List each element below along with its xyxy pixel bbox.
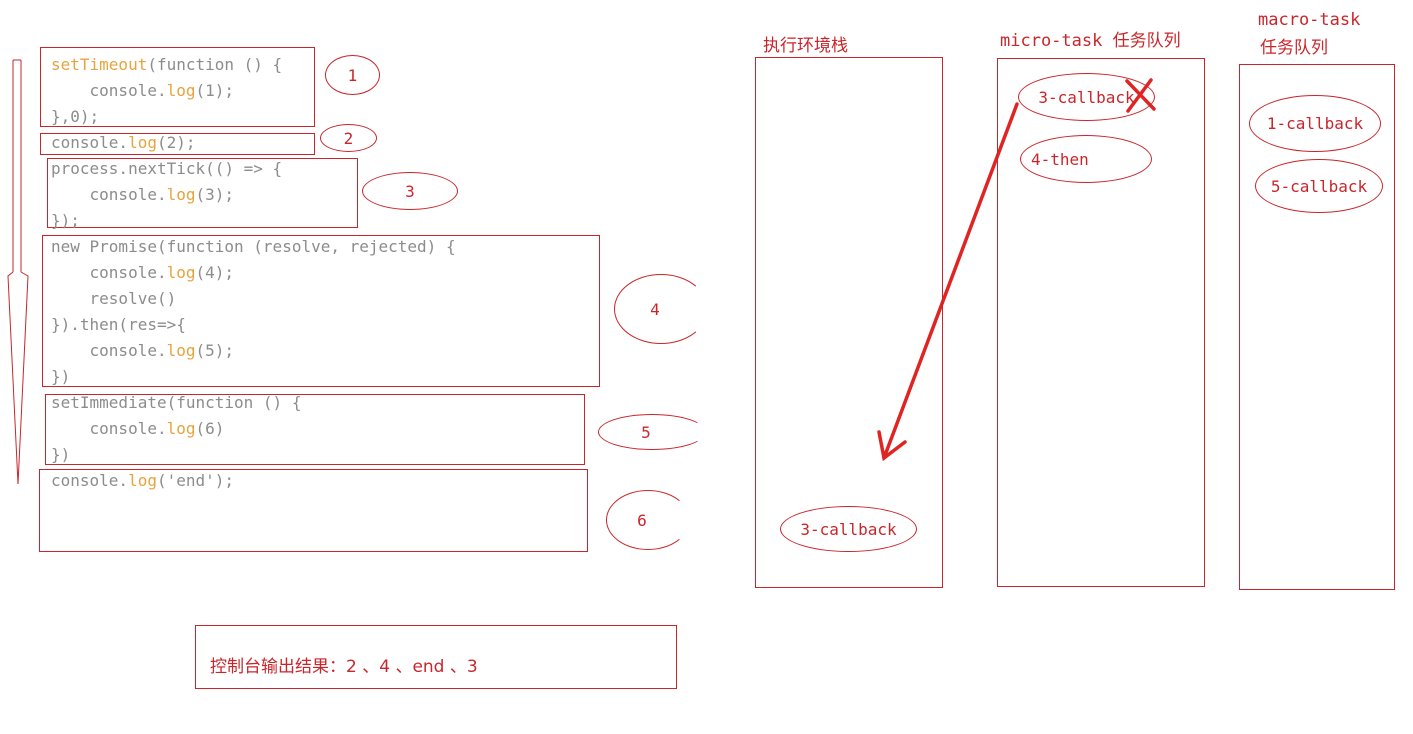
code-keyword: log <box>166 185 196 204</box>
code-keyword: log <box>166 263 196 282</box>
micro-item-3-callback: 3-callback <box>1018 73 1155 121</box>
code-keyword: log <box>166 419 196 438</box>
execution-stack-column <box>755 57 943 588</box>
code-line: }) <box>51 364 456 390</box>
code-text: ('end'); <box>156 471 235 490</box>
console-output-text: 控制台输出结果：2 、4 、end 、3 <box>210 657 478 677</box>
code-text: }) <box>51 367 71 386</box>
code-text: (4); <box>195 263 235 282</box>
code-text: console. <box>51 133 129 152</box>
timeline-arrow <box>7 59 29 485</box>
code-text: (2); <box>156 133 196 152</box>
console-output-box <box>195 625 677 689</box>
code-line: setImmediate(function () { <box>51 390 301 416</box>
step-number-1: 1 <box>325 55 380 95</box>
code-keyword: log <box>128 471 157 490</box>
code-text: }); <box>51 211 80 230</box>
code-text: console. <box>51 341 167 360</box>
code-box-4 <box>42 235 600 387</box>
stack-title: 执行环境栈 <box>763 36 848 56</box>
step-number-5: 5 <box>598 414 706 450</box>
macro-title-line2: 任务队列 <box>1260 38 1328 58</box>
code-text: }).then(res=>{ <box>51 315 186 334</box>
code-text: resolve() <box>51 289 177 308</box>
code-line: resolve() <box>51 286 456 312</box>
step-number-3: 3 <box>362 172 458 210</box>
code-text: setImmediate(function () { <box>51 393 302 412</box>
code-box-5 <box>45 394 585 465</box>
code-text: console. <box>51 263 167 282</box>
macro-item-5-callback: 5-callback <box>1255 159 1383 213</box>
code-line: console.log('end'); <box>51 468 234 494</box>
code-text: (3); <box>195 185 235 204</box>
code-line: process.nextTick(() => { <box>51 156 282 182</box>
code-line: new Promise(function (resolve, rejected)… <box>51 234 456 260</box>
code-keyword: log <box>166 81 196 100</box>
micro-item-4-then: 4-then <box>1020 135 1152 183</box>
code-box-2 <box>40 133 315 155</box>
code-line: console.log(6) <box>51 416 301 442</box>
code-line: console.log(5); <box>51 338 456 364</box>
macro-item-1-callback: 1-callback <box>1249 95 1381 152</box>
code-block-4: new Promise(function (resolve, rejected)… <box>51 234 456 390</box>
code-keyword: log <box>128 133 157 152</box>
code-line: console.log(4); <box>51 260 456 286</box>
code-box-3 <box>47 158 358 228</box>
code-line: }) <box>51 442 301 468</box>
step-number-2: 2 <box>320 124 377 152</box>
code-text: (function () { <box>147 55 283 74</box>
micro-task-queue-column <box>997 58 1205 587</box>
code-line: setTimeout(function () { <box>51 52 282 78</box>
step-number-4: 4 <box>614 274 708 344</box>
code-text: console. <box>51 419 167 438</box>
macro-task-queue-column <box>1239 64 1395 590</box>
code-block-6: console.log('end'); <box>51 468 234 494</box>
code-line: }).then(res=>{ <box>51 312 456 338</box>
code-text: (6) <box>195 419 225 438</box>
macro-title-line1: macro-task <box>1258 10 1361 30</box>
code-text: },0); <box>51 107 100 126</box>
code-box-6 <box>39 469 588 552</box>
code-line: console.log(2); <box>51 130 196 156</box>
code-block-2: console.log(2); <box>51 130 196 156</box>
code-text: (5); <box>195 341 235 360</box>
move-arrow <box>877 102 1019 462</box>
code-block-1: setTimeout(function () { console.log(1);… <box>51 52 282 130</box>
code-block-5: setImmediate(function () { console.log(6… <box>51 390 301 468</box>
code-line: console.log(3); <box>51 182 282 208</box>
code-text: console. <box>51 471 129 490</box>
step-number-6: 6 <box>606 490 690 550</box>
micro-title: micro-task 任务队列 <box>1000 31 1181 51</box>
stack-item-3-callback: 3-callback <box>780 506 917 552</box>
code-text: process.nextTick(() => { <box>51 159 283 178</box>
code-line: },0); <box>51 104 282 130</box>
code-text: }) <box>51 445 71 464</box>
code-keyword: log <box>166 341 196 360</box>
code-line: }); <box>51 208 282 234</box>
code-text: console. <box>51 185 167 204</box>
code-box-1 <box>40 47 315 127</box>
code-line: console.log(1); <box>51 78 282 104</box>
code-block-3: process.nextTick(() => { console.log(3);… <box>51 156 282 234</box>
code-text: (1); <box>195 81 235 100</box>
code-keyword: setTimeout <box>51 55 148 74</box>
code-text: new Promise(function (resolve, rejected)… <box>51 237 456 256</box>
code-text: console. <box>51 81 167 100</box>
